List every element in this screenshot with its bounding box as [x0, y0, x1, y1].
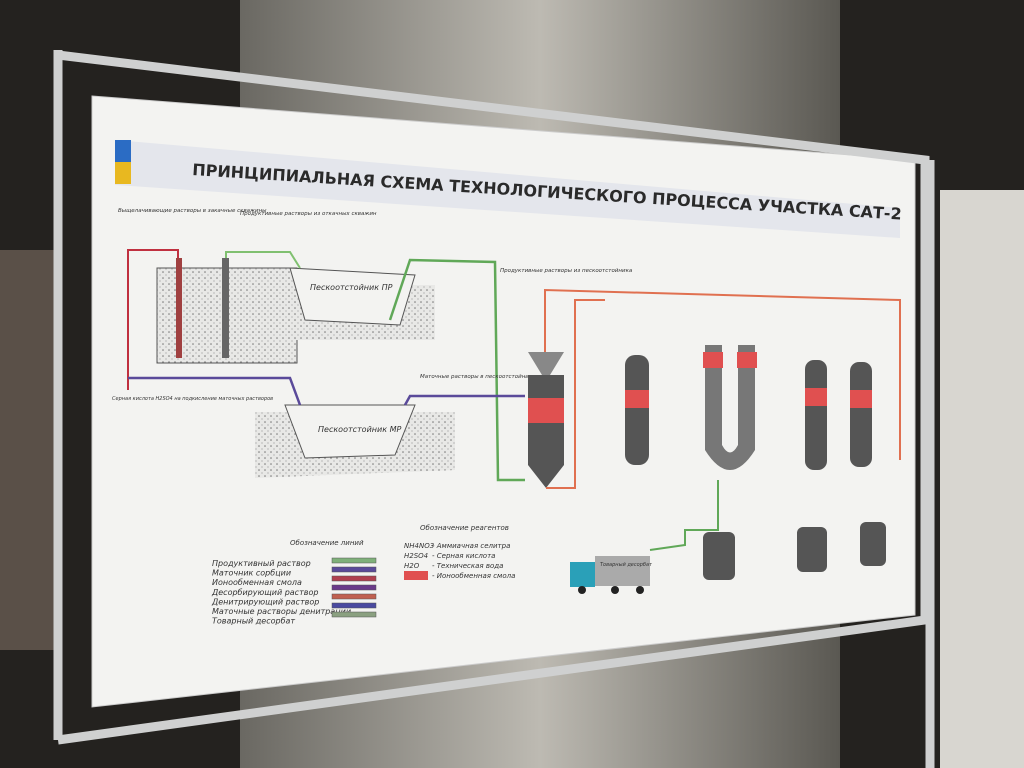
flag-blue [115, 140, 131, 162]
production-well [222, 258, 229, 358]
from-trap-label: Продуктивные растворы из пескоотстойника [500, 268, 633, 274]
acid-label: Серная кислота H2SO4 на подкисление мато… [112, 396, 273, 402]
line-legend-label: Ионообменная смола [212, 578, 302, 587]
sand-trap-mr-label: Пескоотстойник МР [318, 425, 401, 434]
denitration-column-1 [805, 360, 827, 470]
sorption-column [528, 352, 564, 488]
reagent-code: H2SO4 [404, 552, 428, 560]
truck-icon [570, 556, 650, 594]
line-legend-label: Маточные растворы денитрации [212, 607, 351, 616]
denitration-column-2 [850, 362, 872, 467]
line-legend-title: Обозначение линий [290, 539, 364, 547]
regeneration-column [625, 355, 649, 465]
reagent-code: H2O [404, 562, 420, 570]
line-legend-swatch [331, 602, 377, 609]
reagent-label: - Ионообменная смола [432, 572, 515, 580]
line-legend-label: Продуктивный раствор [212, 559, 311, 568]
line-legend-label: Десорбирующий раствор [211, 588, 318, 597]
injection-well [176, 258, 182, 358]
line-legend-swatch [331, 611, 377, 618]
truck-label: Товарный десорбат [600, 562, 653, 568]
sand-trap-pr [289, 267, 416, 326]
line-legend-swatch [331, 593, 377, 600]
reagent-swatch [404, 571, 428, 580]
reagent-label: - Аммиачная селитра [432, 542, 510, 550]
line-legend-label: Денитрирующий раствор [211, 597, 319, 606]
flag-yellow [115, 162, 131, 184]
injection-label: Выщелачивающие растворы в закачные скваж… [118, 208, 267, 214]
reagent-legend-title: Обозначение реагентов [420, 524, 509, 532]
mother-label: Маточные растворы в пескоотстойник [420, 374, 533, 380]
reagent-label: - Серная кислота [432, 552, 495, 560]
line-legend-label: Маточник сорбции [212, 569, 291, 578]
line-legend-swatch [331, 557, 377, 564]
tank-1 [703, 532, 735, 580]
reagent-label: - Техническая вода [432, 562, 503, 570]
side-rack [940, 190, 1024, 768]
title-band [115, 140, 900, 238]
line-legend-swatch [331, 566, 377, 573]
production-label: Продуктивные растворы из откачных скважи… [240, 211, 377, 217]
reagent-code: NH4NO3 [404, 542, 434, 550]
line-legend-swatch [331, 575, 377, 582]
tank-2 [797, 527, 827, 572]
u-column [705, 345, 755, 470]
tank-3 [860, 522, 886, 566]
line-legend-swatch [331, 584, 377, 591]
line-legend-label: Товарный десорбат [212, 617, 295, 626]
metal-frame [53, 50, 935, 768]
sand-trap-mr [284, 404, 416, 459]
sand-trap-pr-label: Пескоотстойник ПР [310, 283, 393, 292]
